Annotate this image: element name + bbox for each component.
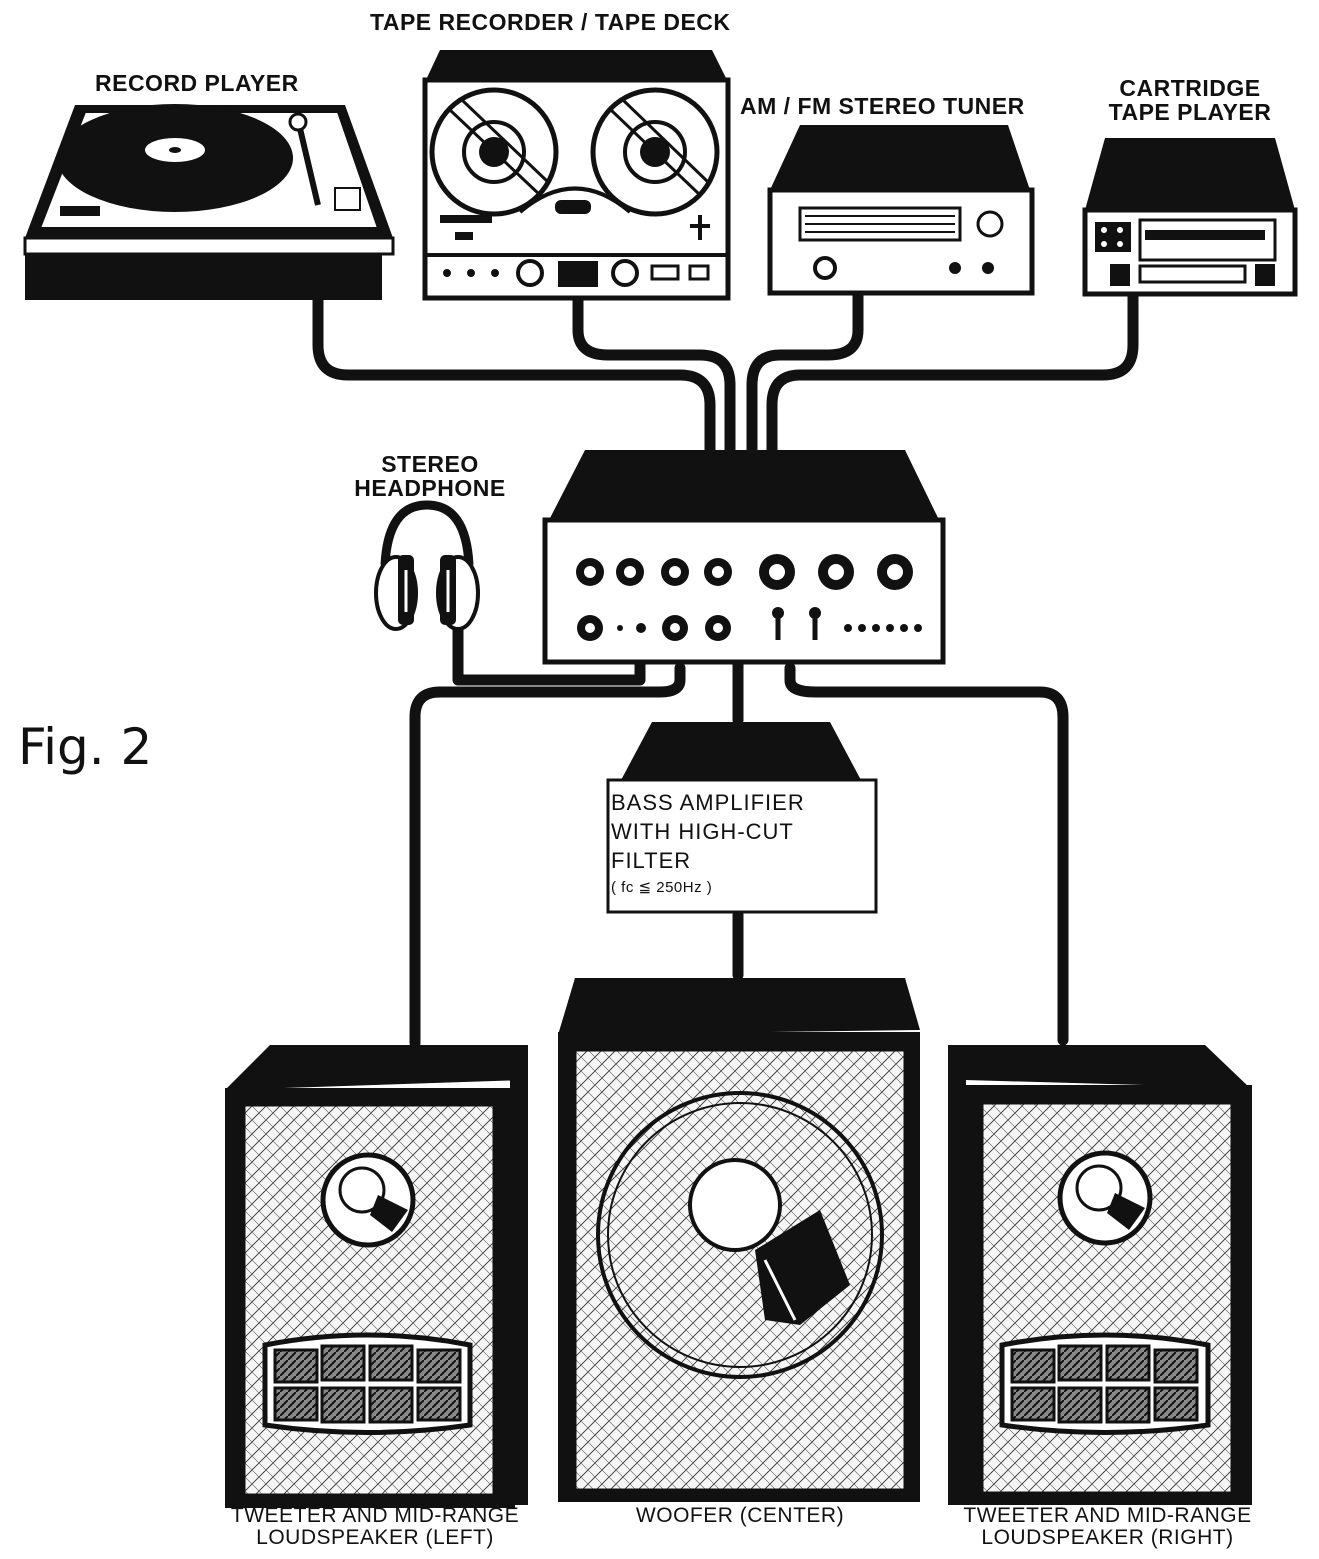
label-cartridge-line1: CARTRIDGE	[1119, 75, 1261, 101]
label-tape-recorder: TAPE RECORDER / TAPE DECK	[370, 9, 731, 35]
label-right-line1: TWEETER AND MID-RANGE	[963, 1504, 1252, 1527]
label-record-player: RECORD PLAYER	[95, 70, 299, 96]
label-cartridge-line2: TAPE PLAYER	[1108, 99, 1272, 126]
woofer-speaker	[558, 978, 920, 1502]
right-reel-icon	[590, 87, 720, 217]
right-tweeter-icon	[1057, 1150, 1153, 1246]
label-right-speaker: TWEETER AND MID-RANGE LOUDSPEAKER (RIGHT…	[930, 1504, 1285, 1550]
headphone-icon	[374, 500, 480, 631]
left-tweeter-icon	[320, 1152, 416, 1248]
label-bass-cutoff: ( fc ≦ 250Hz )	[611, 879, 713, 896]
cable-cartridge	[766, 288, 1139, 456]
cable-tape-deck	[572, 292, 736, 456]
label-left-speaker: TWEETER AND MID-RANGE LOUDSPEAKER (LEFT)	[200, 1504, 550, 1550]
label-bass-amplifier: BASS AMPLIFIER WITH HIGH-CUT FILTER ( fc…	[611, 788, 873, 902]
right-horn-icon	[999, 1332, 1211, 1435]
label-tuner: AM / FM STEREO TUNER	[740, 93, 1025, 119]
bass-amplifier	[606, 722, 878, 914]
label-bass-line2: WITH HIGH-CUT	[611, 819, 794, 844]
cartridge-player	[1082, 138, 1298, 297]
left-speaker	[225, 1045, 528, 1508]
label-left-line1: TWEETER AND MID-RANGE	[230, 1504, 520, 1527]
stereo-amplifier	[542, 450, 946, 665]
cables	[312, 287, 1139, 1049]
record-player	[23, 104, 395, 300]
left-horn-icon	[262, 1332, 473, 1435]
tonearm-icon	[295, 119, 321, 206]
cable-record-player	[312, 294, 716, 456]
tape-deck	[422, 50, 731, 301]
label-right-line2: LOUDSPEAKER (RIGHT)	[981, 1526, 1234, 1550]
stereo-tuner	[767, 125, 1035, 296]
label-bass-line1: BASS AMPLIFIER	[611, 790, 805, 815]
label-left-line2: LOUDSPEAKER (LEFT)	[256, 1526, 494, 1550]
left-reel-icon	[429, 87, 559, 217]
label-woofer: WOOFER (CENTER)	[635, 1504, 845, 1527]
label-bass-line3: FILTER	[611, 848, 692, 873]
label-headphone-line2: HEADPHONE	[354, 475, 506, 502]
label-headphone-line1: STEREO	[381, 451, 479, 477]
right-speaker	[948, 1045, 1252, 1505]
cable-tuner	[746, 287, 864, 456]
cable-left-speaker	[409, 662, 686, 1049]
woofer-cone-icon	[596, 1091, 884, 1379]
cable-right-speaker	[784, 662, 1069, 1046]
label-headphone: STEREO HEADPHONE	[345, 452, 515, 500]
figure-label: Fig. 2	[18, 718, 153, 776]
label-cartridge: CARTRIDGE TAPE PLAYER	[1090, 76, 1290, 124]
